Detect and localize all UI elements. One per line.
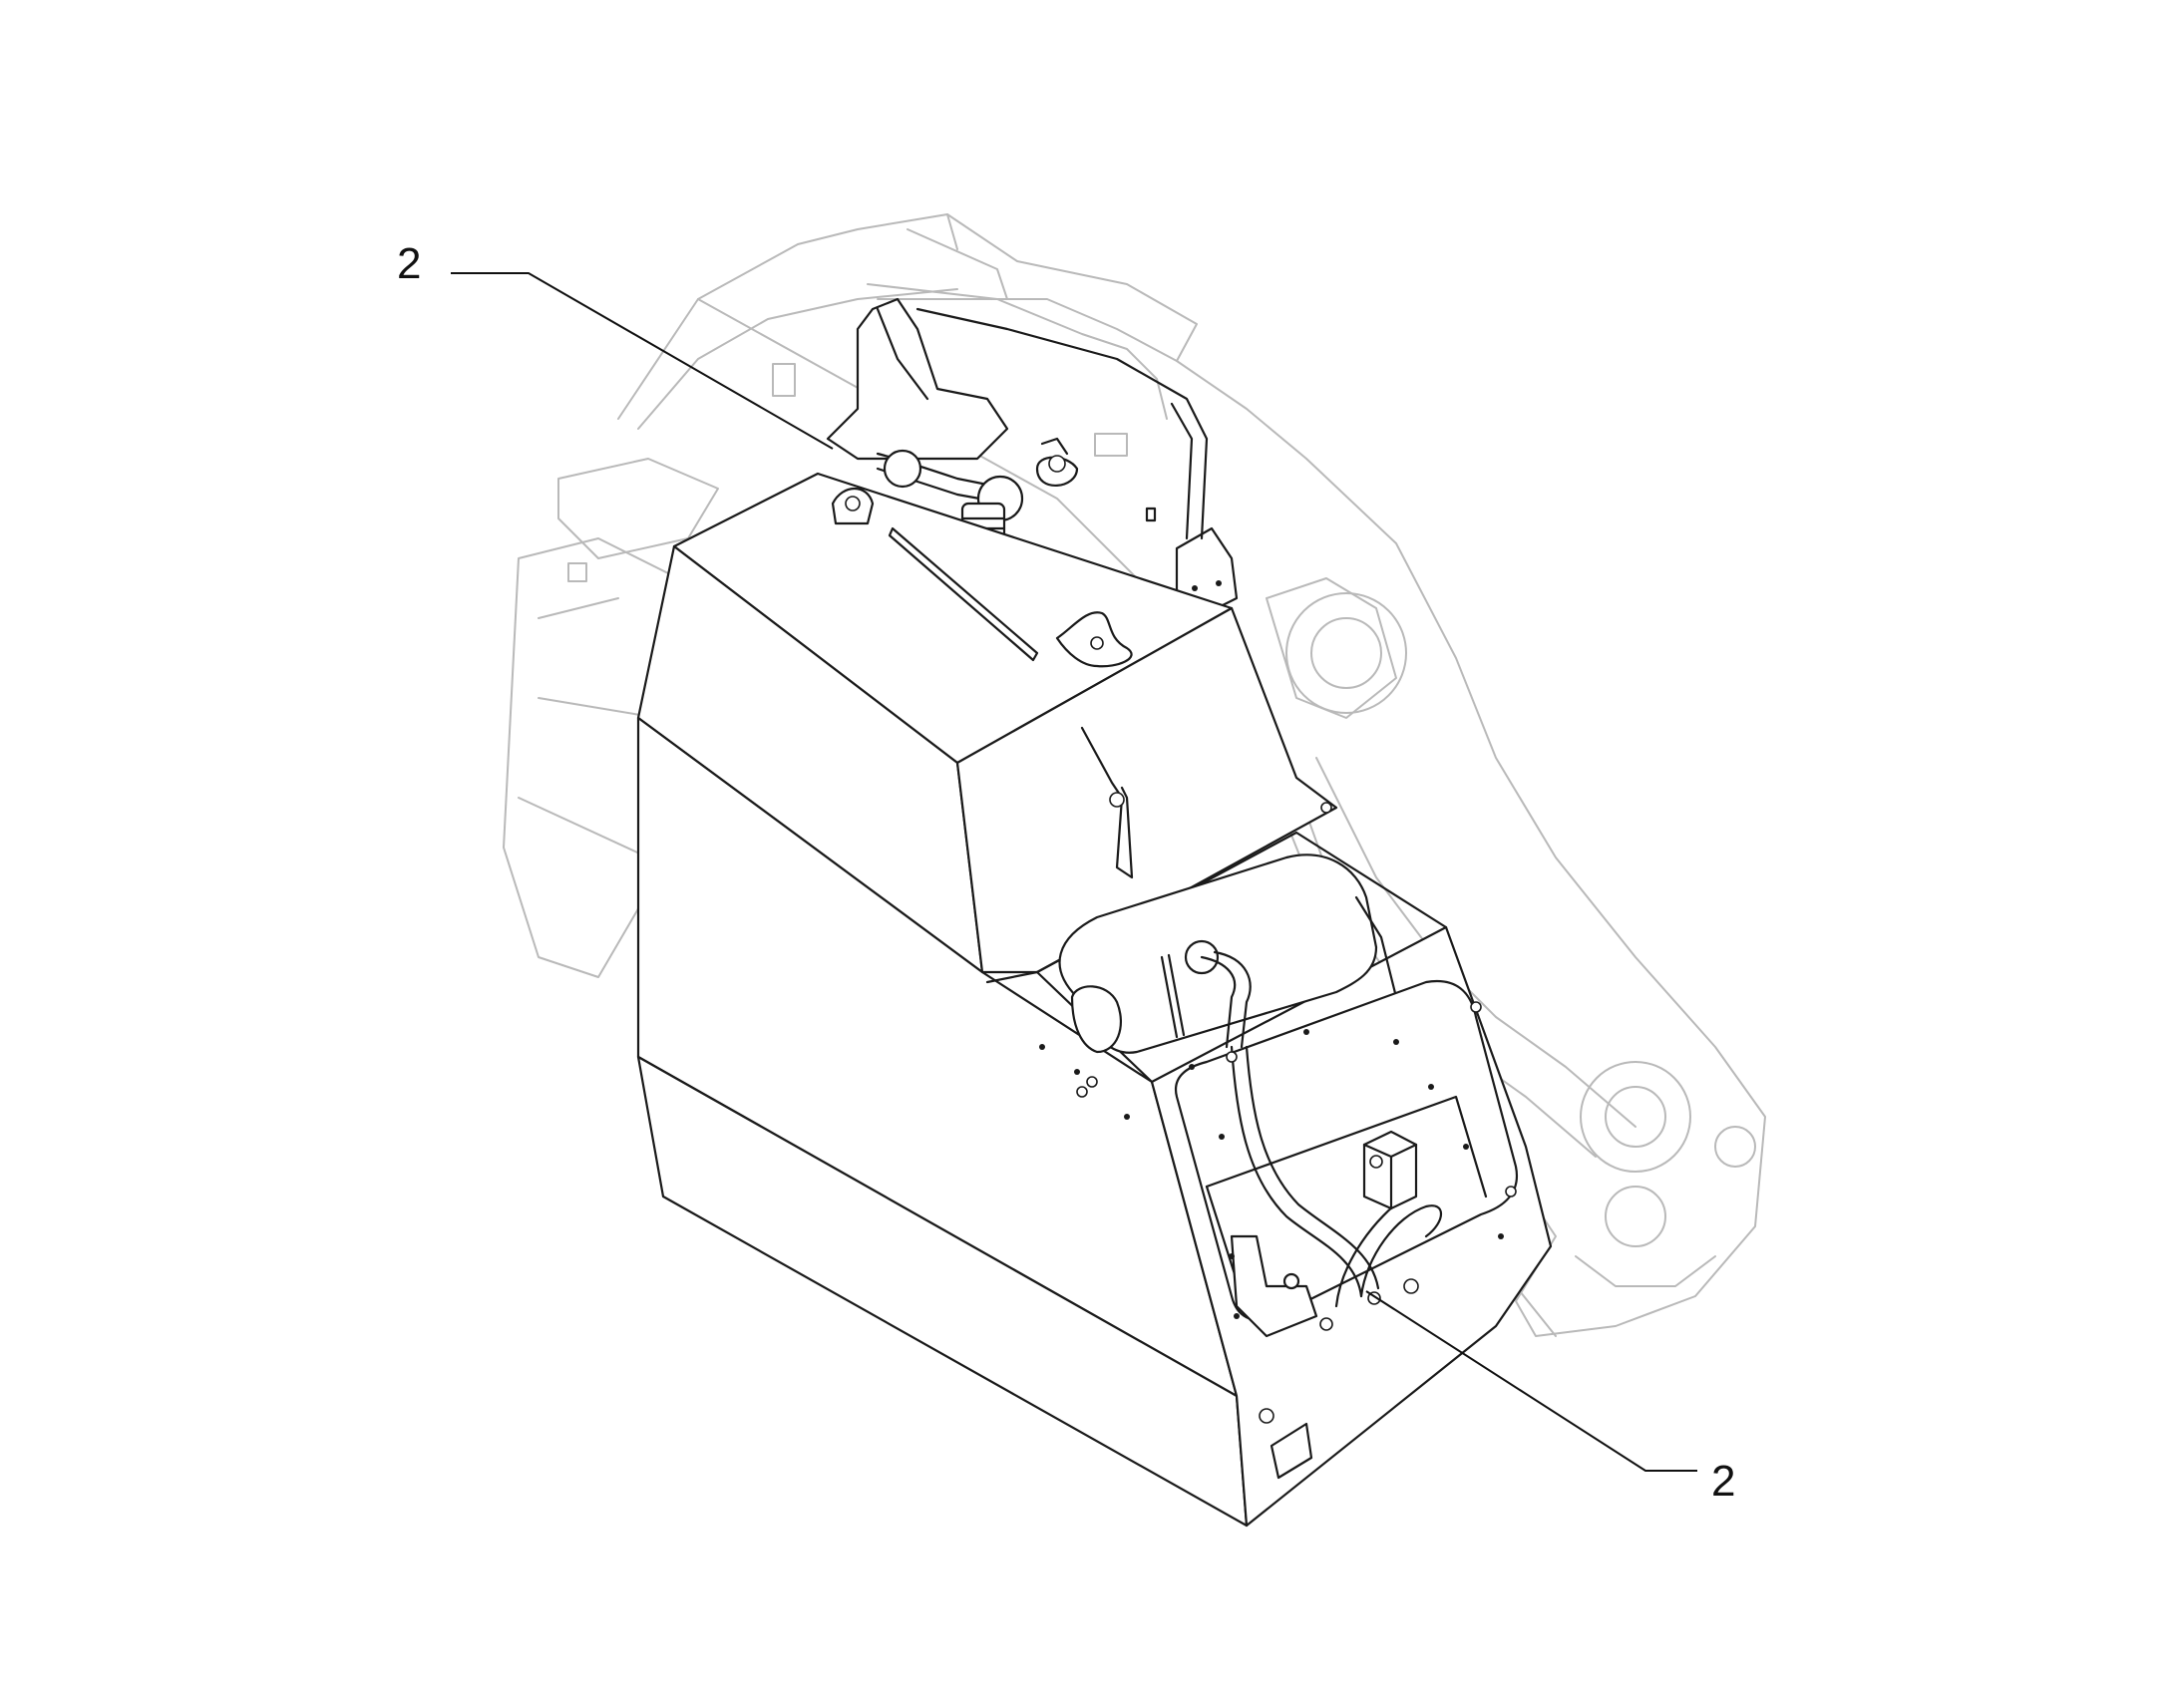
upper-compartment (1058, 854, 1398, 1054)
lower-compartment (1174, 979, 1519, 1338)
leader-lines (451, 272, 1697, 1472)
leader-line-top-left (451, 272, 834, 450)
leader-line-bottom-right (1365, 1290, 1697, 1472)
callout-label-bottom-right: 2 (1711, 1457, 1735, 1506)
fastener-holes (1039, 802, 1517, 1424)
top-bracket-assembly (826, 297, 1239, 615)
enclosure-front-slope (955, 606, 1338, 974)
front-cutout (1270, 1422, 1313, 1480)
callout-label-top-left: 2 (397, 239, 421, 288)
